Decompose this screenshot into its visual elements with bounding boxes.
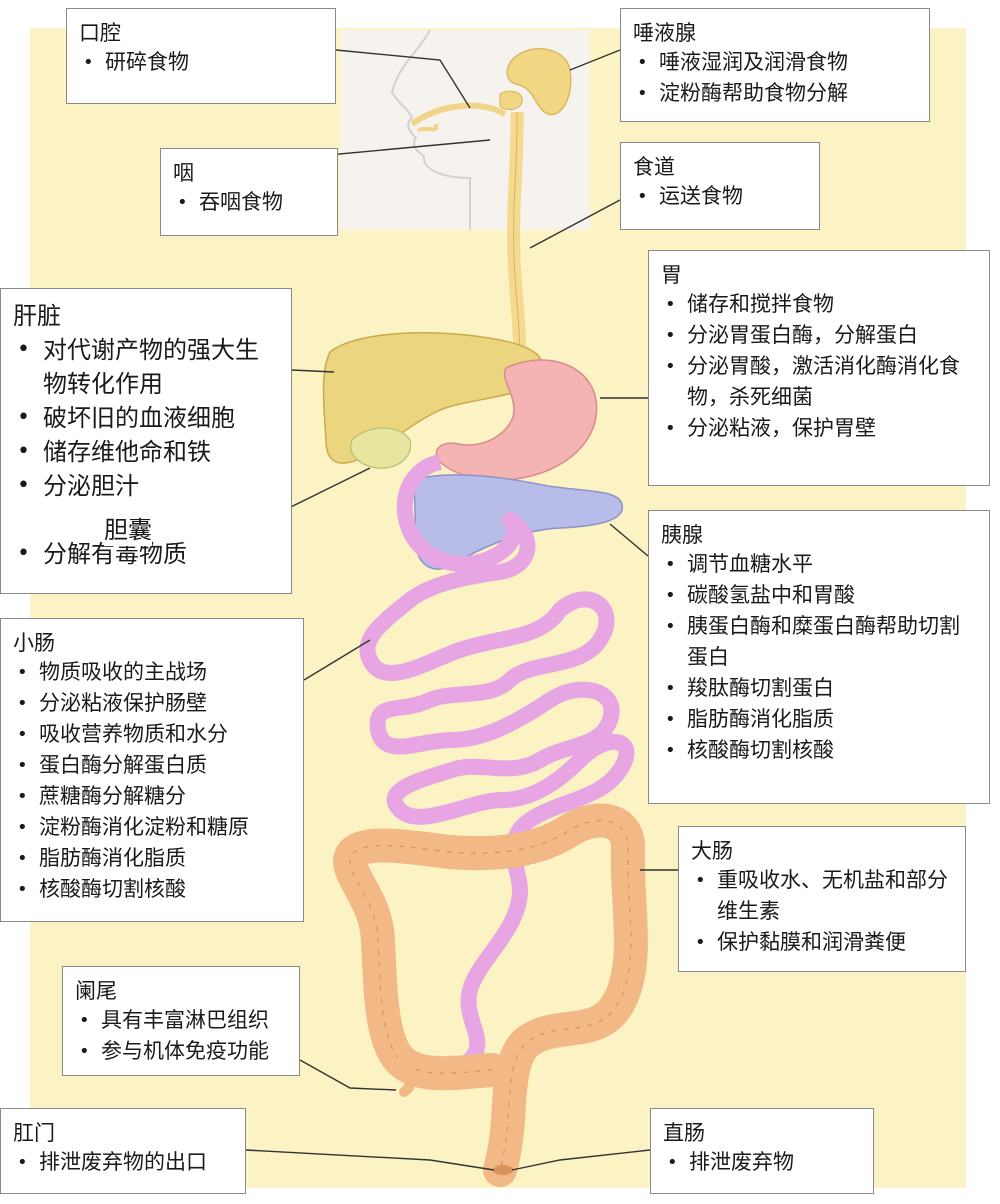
salivary-item: 唾液湿润及润滑食物	[633, 47, 917, 78]
anus-label-box: 肛门 排泄废弃物的出口	[0, 1108, 246, 1194]
gallbladder-label: 胆囊	[104, 514, 152, 546]
large-intestine-label-box: 大肠 重吸收水、无机盐和部分维生素 保护黏膜和润滑粪便	[678, 826, 966, 972]
rectum-label-box: 直肠 排泄废弃物	[650, 1108, 874, 1194]
appendix-organ	[395, 1057, 415, 1097]
stomach-title: 胃	[661, 263, 682, 287]
small-intestine-label-box: 小肠 物质吸收的主战场 分泌粘液保护肠壁 吸收营养物质和水分 蛋白酶分解蛋白质 …	[0, 618, 304, 922]
salivary-label-box: 唾液腺 唾液湿润及润滑食物 淀粉酶帮助食物分解	[620, 8, 930, 122]
small-intestine-item: 分泌粘液保护肠壁	[13, 688, 291, 719]
pharynx-title: 咽	[173, 161, 194, 185]
stomach-label-box: 胃 储存和搅拌食物 分泌胃蛋白酶，分解蛋白 分泌胃酸，激活消化酶消化食物，杀死细…	[648, 250, 990, 486]
liver-item: 破坏旧的血液细胞	[13, 401, 279, 435]
pancreas-item: 羧肽酶切割蛋白	[661, 673, 977, 704]
salivary-item: 淀粉酶帮助食物分解	[633, 78, 917, 109]
rectum-title: 直肠	[663, 1121, 705, 1145]
tongue	[410, 102, 507, 127]
stomach-item: 分泌胃酸，激活消化酶消化食物，杀死细菌	[661, 351, 977, 413]
large-intestine-organ	[333, 803, 648, 1187]
appendix-label-box: 阑尾 具有丰富淋巴组织 参与机体免疫功能	[62, 966, 300, 1076]
rectum-item: 排泄废弃物	[663, 1147, 861, 1178]
appendix-item: 具有丰富淋巴组织	[75, 1005, 287, 1036]
stomach-organ	[435, 359, 598, 481]
small-intestine-item: 淀粉酶消化淀粉和糖原	[13, 812, 291, 843]
liver-title: 肝脏	[13, 302, 61, 330]
liver-item: 储存维他命和铁	[13, 435, 279, 469]
anus-item: 排泄废弃物的出口	[13, 1147, 233, 1178]
head-silhouette	[390, 29, 471, 230]
anus-opening	[493, 1165, 513, 1175]
small-intestine-item: 蔗糖酶分解糖分	[13, 781, 291, 812]
gallbladder-organ	[350, 427, 412, 469]
small-intestine-item: 蛋白酶分解蛋白质	[13, 750, 291, 781]
pancreas-item: 核酸酶切割核酸	[661, 735, 977, 766]
large-intestine-title: 大肠	[691, 839, 733, 863]
liver-item: 分泌胆汁	[13, 469, 279, 503]
mouth-title: 口腔	[79, 21, 121, 45]
pharynx-item: 吞咽食物	[173, 187, 325, 218]
stomach-item: 分泌胃蛋白酶，分解蛋白	[661, 320, 977, 351]
pharynx-label-box: 咽 吞咽食物	[160, 148, 338, 236]
esophagus-item: 运送食物	[633, 181, 807, 212]
pancreas-item: 脂肪酶消化脂质	[661, 704, 977, 735]
small-intestine-title: 小肠	[13, 631, 55, 655]
parotid-gland	[506, 48, 572, 116]
submandibular-gland	[499, 90, 523, 111]
small-intestine-item: 物质吸收的主战场	[13, 657, 291, 688]
salivary-title: 唾液腺	[633, 21, 696, 45]
large-intestine-item: 保护黏膜和润滑粪便	[691, 927, 953, 958]
duodenum	[396, 454, 523, 572]
pancreas-item: 胰蛋白酶和糜蛋白酶帮助切割蛋白	[661, 611, 977, 673]
pancreas-item: 调节血糖水平	[661, 549, 977, 580]
stomach-item: 分泌粘液，保护胃壁	[661, 413, 977, 444]
mouth-item: 研碎食物	[79, 47, 323, 78]
esophagus-label-box: 食道 运送食物	[620, 142, 820, 230]
small-intestine-item: 吸收营养物质和水分	[13, 719, 291, 750]
stomach-item: 储存和搅拌食物	[661, 289, 977, 320]
small-intestine-item: 核酸酶切割核酸	[13, 874, 291, 905]
oral-cavity	[417, 123, 439, 132]
pancreas-title: 胰腺	[661, 523, 703, 547]
liver-item: 对代谢产物的强大生物转化作用	[13, 333, 279, 401]
large-intestine-item: 重吸收水、无机盐和部分维生素	[691, 865, 953, 927]
small-intestine-organ	[359, 512, 635, 1068]
pancreas-item: 碳酸氢盐中和胃酸	[661, 580, 977, 611]
anus-title: 肛门	[13, 1121, 55, 1145]
appendix-item: 参与机体免疫功能	[75, 1036, 287, 1067]
esophagus-title: 食道	[633, 155, 675, 179]
pancreas-label-box: 胰腺 调节血糖水平 碳酸氢盐中和胃酸 胰蛋白酶和糜蛋白酶帮助切割蛋白 羧肽酶切割…	[648, 510, 990, 804]
appendix-title: 阑尾	[75, 979, 117, 1003]
mouth-label-box: 口腔 研碎食物	[66, 8, 336, 104]
liver-label-box: 肝脏 对代谢产物的强大生物转化作用 破坏旧的血液细胞 储存维他命和铁 分泌胆汁 …	[0, 288, 292, 594]
small-intestine-item: 脂肪酶消化脂质	[13, 843, 291, 874]
